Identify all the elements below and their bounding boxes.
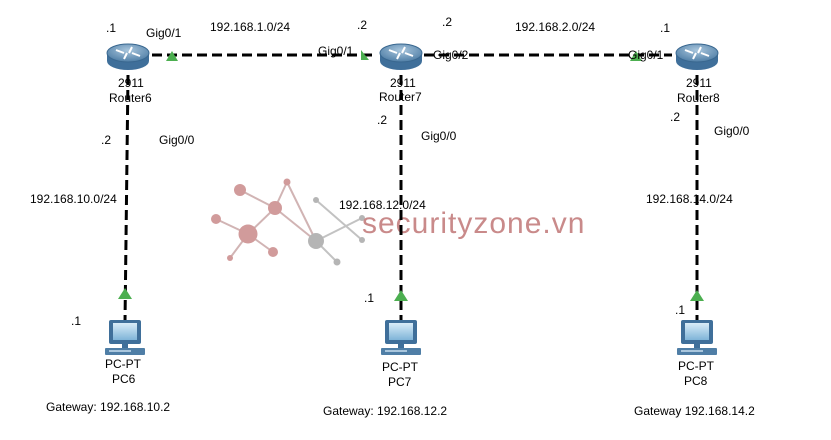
pc-name: PC7 xyxy=(388,375,412,389)
gateway-label: Gateway 192.168.14.2 xyxy=(634,404,755,418)
pc-name: PC6 xyxy=(112,372,136,386)
watermark-network-icon xyxy=(211,178,365,266)
router-icon[interactable] xyxy=(106,43,150,70)
interface-label: Gig0/1 xyxy=(628,48,664,62)
port-up-icon xyxy=(690,290,704,301)
port-up-icon xyxy=(394,290,408,301)
interface-label: Gig0/0 xyxy=(714,124,750,138)
host-label: .2 xyxy=(377,113,387,127)
router-icon[interactable] xyxy=(379,43,423,70)
host-label: .2 xyxy=(101,133,111,147)
network-label: 192.168.2.0/24 xyxy=(515,20,595,34)
network-label: 192.168.1.0/24 xyxy=(210,20,290,34)
port-up-icon xyxy=(630,51,642,61)
interface-label: Gig0/1 xyxy=(318,44,354,58)
host-label: .2 xyxy=(670,110,680,124)
router-name: Router7 xyxy=(379,90,422,104)
network-label: 192.168.14.0/24 xyxy=(646,192,733,206)
host-label: .2 xyxy=(442,15,452,29)
pc-model: PC-PT xyxy=(678,359,715,373)
router-model: 2911 xyxy=(686,76,712,90)
pc-model: PC-PT xyxy=(382,360,419,374)
gateway-label: Gateway: 192.168.12.2 xyxy=(323,404,447,418)
pc-icon[interactable] xyxy=(677,320,717,355)
interface-label: Gig0/0 xyxy=(159,133,195,147)
host-label: .1 xyxy=(106,21,116,35)
router-name: Router8 xyxy=(677,91,720,105)
interface-label: Gig0/0 xyxy=(421,129,457,143)
pc-name: PC8 xyxy=(684,374,708,388)
host-label: .1 xyxy=(675,303,685,317)
link-router6-pc6[interactable] xyxy=(123,74,130,323)
watermark-text: securityzone.vn xyxy=(362,207,585,240)
port-up-icon xyxy=(118,288,132,299)
router-name: Router6 xyxy=(109,91,152,105)
network-label: 192.168.12.0/24 xyxy=(339,198,426,212)
host-label: .1 xyxy=(71,314,81,328)
interface-label: Gig0/1 xyxy=(146,26,182,40)
port-up-icon xyxy=(361,50,369,60)
router-icon[interactable] xyxy=(675,43,719,70)
pc-icon[interactable] xyxy=(381,320,421,355)
host-label: .1 xyxy=(364,291,374,305)
host-label: .2 xyxy=(357,18,367,32)
pc-model: PC-PT xyxy=(105,357,142,371)
host-label: .1 xyxy=(660,21,670,35)
router-model: 2911 xyxy=(390,76,416,90)
interface-label: Gig0/2 xyxy=(433,48,469,62)
router-model: 2911 xyxy=(118,76,144,90)
pc-icon[interactable] xyxy=(105,320,145,355)
network-label: 192.168.10.0/24 xyxy=(30,192,117,206)
gateway-label: Gateway: 192.168.10.2 xyxy=(46,400,170,414)
port-up-icon xyxy=(166,51,178,61)
